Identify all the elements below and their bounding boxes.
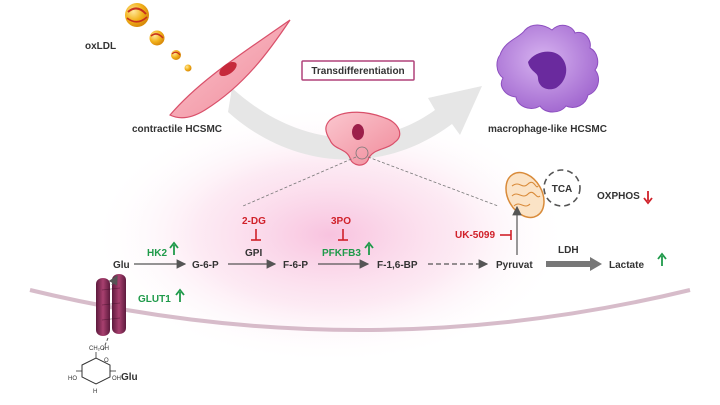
lactate-label: Lactate (609, 260, 644, 271)
zoom-line-right (367, 156, 499, 207)
ring-oh-label: OH (112, 376, 121, 382)
contractile-cell-icon (169, 19, 291, 119)
gpi-label: GPI (245, 248, 262, 259)
oxphos-label: OXPHOS (597, 191, 640, 202)
glut1-up-arrow-icon (175, 288, 185, 302)
glut1-transporter-icon (96, 274, 126, 336)
pyruvat-label: Pyruvat (496, 260, 533, 271)
hk2-up-arrow-icon (169, 241, 179, 255)
macrophage-cell-icon (496, 24, 599, 113)
ldh-arrow (546, 257, 602, 271)
glu-bottom-label: Glu (121, 372, 138, 383)
glycolysis-glow (90, 105, 570, 365)
zoom-line-left (242, 156, 357, 207)
glut1-label: GLUT1 (138, 294, 171, 305)
f16bp-label: F-1,6-BP (377, 260, 418, 271)
ring-ho-label: HO (68, 376, 77, 382)
tca-label: TCA (552, 184, 573, 195)
tca-cycle-icon (543, 169, 581, 207)
macrophage-label: macrophage-like HCSMC (488, 124, 607, 135)
twodg-inhibition-tbar-icon (251, 229, 261, 241)
ldh-label: LDH (558, 245, 579, 256)
ring-ch2oh-label: CH₂OH (89, 346, 109, 352)
oxldl-label: oxLDL (85, 41, 116, 52)
hk2-label: HK2 (147, 248, 167, 259)
contractile-label: contractile HCSMC (132, 124, 222, 135)
twodg-label: 2-DG (242, 216, 266, 227)
glucose-entry-arrow (102, 337, 109, 351)
lactate-up-arrow-icon (657, 252, 667, 266)
oxphos-down-arrow-icon (643, 191, 653, 205)
g6p-label: G-6-P (192, 260, 219, 271)
glucose-ring-icon (76, 352, 116, 385)
transdifferentiation-arrow (228, 86, 482, 160)
uk5099-label: UK-5099 (455, 230, 495, 241)
ring-h-label: H (93, 389, 97, 395)
intermediate-cell-icon (325, 111, 401, 166)
ring-o-label: O (104, 358, 109, 364)
threepo-label: 3PO (331, 216, 351, 227)
threepo-inhibition-tbar-icon (338, 229, 348, 241)
pfkfb3-label: PFKFB3 (322, 248, 361, 259)
transdifferentiation-label: Transdifferentiation (311, 66, 404, 77)
transdifferentiation-box (301, 60, 415, 81)
zoom-circle (355, 146, 369, 160)
pfkfb3-up-arrow-icon (364, 241, 374, 255)
oxldl-particles (125, 3, 192, 72)
glu-label: Glu (113, 260, 130, 271)
glut1-import-arrow (108, 274, 118, 286)
uk5099-inhibition-tbar-icon (500, 230, 512, 240)
f6p-label: F-6-P (283, 260, 308, 271)
